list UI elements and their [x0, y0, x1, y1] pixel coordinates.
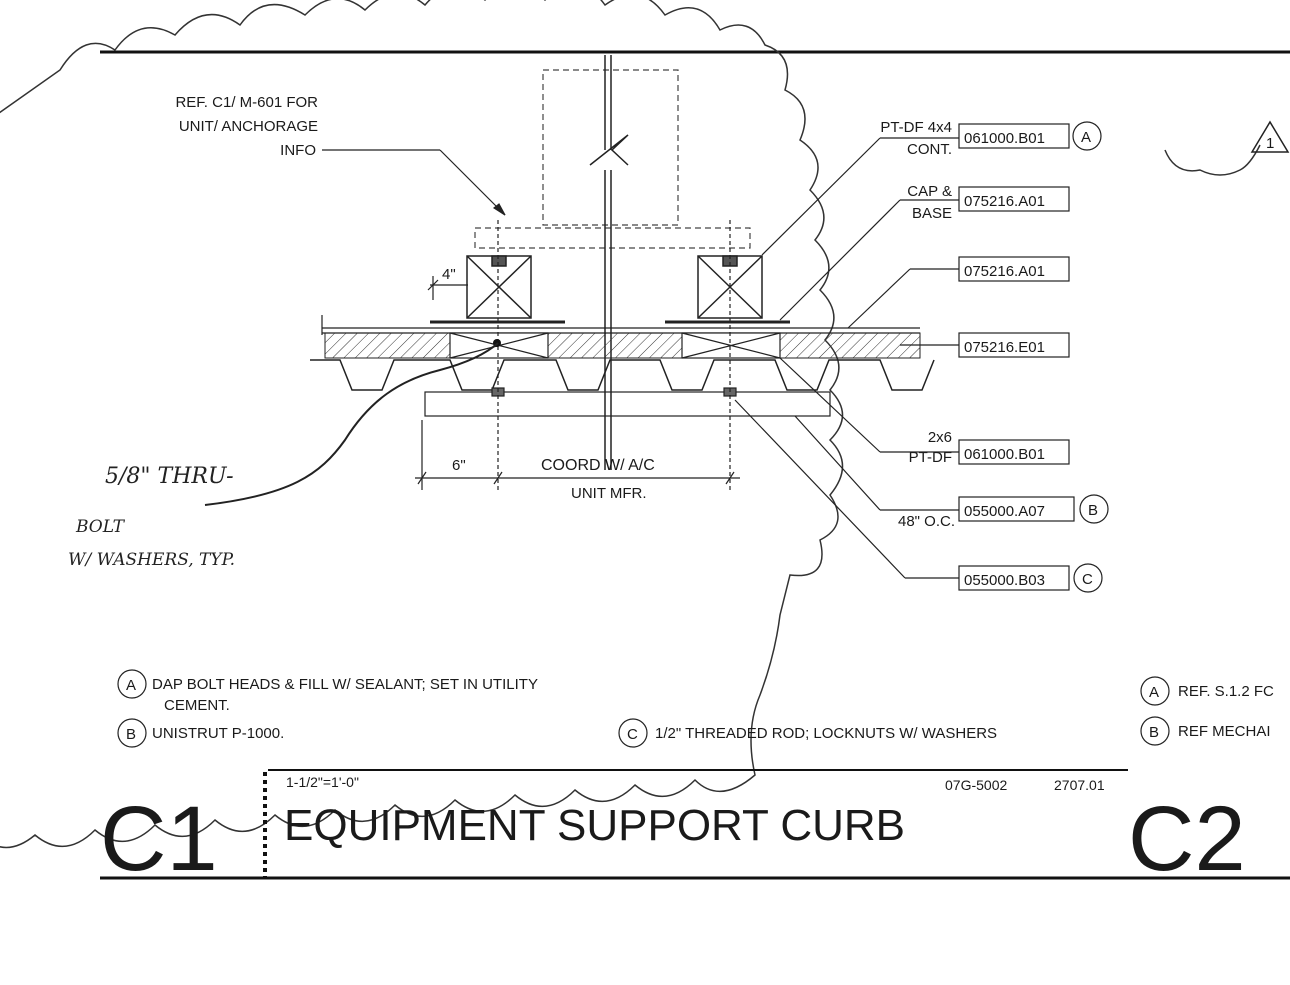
threaded-rod — [497, 220, 731, 490]
svg-text:A: A — [126, 677, 136, 694]
detail-number: 2707.01 — [1054, 777, 1105, 793]
svg-text:C: C — [627, 726, 638, 743]
callout-7: 055000.B03 C — [734, 399, 1103, 593]
next-detail-id: C2 — [1128, 788, 1246, 890]
callout-3: 075216.A01 — [847, 256, 1070, 329]
callout-2: CAP & BASE 075216.A01 — [779, 183, 1070, 321]
svg-text:UNISTRUT P-1000.: UNISTRUT P-1000. — [152, 725, 284, 742]
detail-title: EQUIPMENT SUPPORT CURB — [284, 801, 905, 850]
keynote-c: C 1/2" THREADED ROD; LOCKNUTS W/ WASHERS — [618, 718, 997, 748]
svg-text:2x6: 2x6 — [928, 429, 952, 446]
keynote-a: A DAP BOLT HEADS & FILL W/ SEALANT; SET … — [117, 669, 538, 714]
callout-1: PT-DF 4x4 CONT. 061000.B01 A — [761, 119, 1102, 256]
title-block: C1 1-1/2"=1'-0" 07G-5002 2707.01 EQUIPME… — [100, 769, 1290, 890]
adjacent-note-a: A REF. S.1.2 FC — [1140, 676, 1274, 706]
callout-6: 48" O.C. 055000.A07 B — [794, 415, 1109, 530]
equipment-unit-outline — [474, 69, 751, 249]
svg-text:075216.A01: 075216.A01 — [964, 193, 1045, 210]
roof-insulation-hatch — [324, 332, 921, 359]
ref-line1: REF. C1/ M-601 FOR — [175, 94, 318, 111]
unistrut-channel — [424, 387, 831, 417]
coord-line1: COORD W/ A/C — [541, 457, 655, 474]
dimension-line — [415, 420, 740, 490]
ref-note: REF. C1/ M-601 FOR UNIT/ ANCHORAGE INFO — [175, 94, 318, 159]
svg-text:055000.A07: 055000.A07 — [964, 503, 1045, 520]
dim-6-label: 6" — [452, 457, 466, 474]
coord-line2: UNIT MFR. — [571, 485, 647, 502]
svg-text:REF MECHAI: REF MECHAI — [1178, 723, 1271, 740]
detail-scale: 1-1/2"=1'-0" — [286, 774, 359, 790]
svg-text:061000.B01: 061000.B01 — [964, 446, 1045, 463]
svg-text:075216.A01: 075216.A01 — [964, 263, 1045, 280]
svg-text:A: A — [1149, 684, 1159, 701]
svg-text:REF. S.1.2 FC: REF. S.1.2 FC — [1178, 683, 1274, 700]
svg-text:C: C — [1082, 571, 1093, 588]
center-break-line — [589, 55, 629, 470]
keynote-b: B UNISTRUT P-1000. — [117, 718, 284, 748]
revision-tag: 1 — [1266, 135, 1274, 152]
dim-4-marker — [427, 276, 468, 300]
svg-text:CAP &: CAP & — [907, 183, 952, 200]
ref-line2: UNIT/ ANCHORAGE — [179, 118, 318, 135]
svg-text:B: B — [126, 726, 136, 743]
revision-cloud — [0, 0, 844, 849]
adjacent-note-b: B REF MECHAI — [1140, 716, 1271, 746]
dim-4-label: 4" — [442, 266, 456, 283]
metal-deck — [310, 359, 935, 391]
ref-line3: INFO — [280, 142, 316, 159]
revision-cloud-right — [1164, 144, 1261, 176]
svg-text:CEMENT.: CEMENT. — [164, 697, 230, 714]
revision-triangle-icon: 1 — [1250, 120, 1290, 153]
svg-text:1/2" THREADED ROD; LOCKNUTS W/: 1/2" THREADED ROD; LOCKNUTS W/ WASHERS — [655, 725, 997, 742]
svg-text:PT-DF: PT-DF — [909, 449, 952, 466]
svg-text:B: B — [1149, 724, 1159, 741]
callout-code: 061000.B01 — [964, 130, 1045, 147]
ref-leader — [322, 149, 506, 216]
callout-tag: A — [1081, 129, 1091, 146]
svg-text:PT-DF 4x4: PT-DF 4x4 — [880, 119, 952, 136]
svg-text:CONT.: CONT. — [907, 141, 952, 158]
handwritten-line3: W/ WASHERS, TYP. — [68, 550, 235, 570]
svg-text:055000.B03: 055000.B03 — [964, 572, 1045, 589]
svg-text:BASE: BASE — [912, 205, 952, 222]
handwritten-leader — [204, 342, 499, 506]
blocking-4x4-left — [466, 255, 532, 319]
detail-code: 07G-5002 — [945, 777, 1007, 793]
detail-id: C1 — [100, 788, 218, 890]
callout-5: 2x6 PT-DF 061000.B01 — [779, 357, 1070, 466]
callout-4: 075216.E01 — [900, 332, 1070, 358]
svg-text:075216.E01: 075216.E01 — [964, 339, 1045, 356]
svg-text:DAP BOLT HEADS & FILL W/ SEALA: DAP BOLT HEADS & FILL W/ SEALANT; SET IN… — [152, 676, 538, 693]
svg-text:B: B — [1088, 502, 1098, 519]
handwritten-line2: BOLT — [75, 517, 126, 537]
handwritten-line1: 5/8" THRU- — [105, 464, 234, 489]
svg-text:48" O.C.: 48" O.C. — [898, 513, 955, 530]
